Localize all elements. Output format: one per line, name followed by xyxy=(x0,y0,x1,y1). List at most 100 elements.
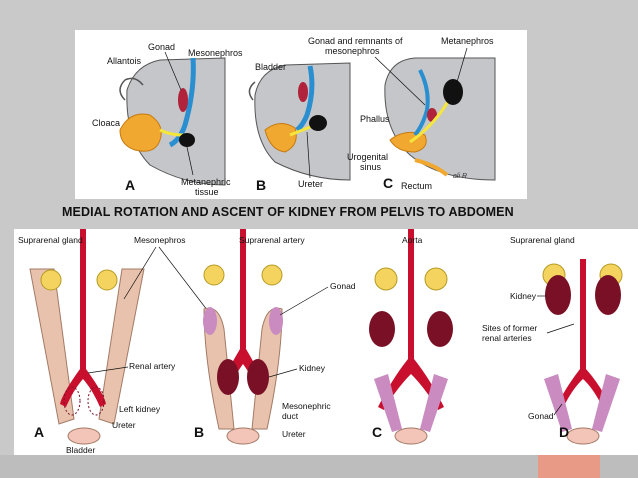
background-accent xyxy=(538,455,600,478)
mesonephros-right-a xyxy=(98,268,145,425)
label-ureter-a: Ureter xyxy=(112,420,136,430)
label-mesonephros-bottom: Mesonephros xyxy=(134,235,186,245)
label-gonad-d: Gonad xyxy=(528,411,554,421)
stage-letter-b-bottom: B xyxy=(194,424,204,440)
label-sites-1: Sites of former xyxy=(482,323,537,333)
leader-gonad-d xyxy=(553,403,563,416)
embryo-body-c xyxy=(384,57,496,181)
suprarenal-right-c xyxy=(424,267,448,291)
gonad-right-b xyxy=(269,307,283,335)
metanephros-c xyxy=(443,79,463,105)
rectum-c xyxy=(414,158,449,177)
label-cloaca: Cloaca xyxy=(92,118,120,128)
leader-mesonephros-1 xyxy=(123,246,157,300)
label-kidney-b: Kidney xyxy=(299,363,326,373)
label-phallus: Phallus xyxy=(360,114,390,124)
stage-letter-d-bottom: D xyxy=(559,424,569,440)
bladder-b-bottom xyxy=(226,427,260,445)
leader-metanephros xyxy=(456,47,468,83)
bottom-figure: A Suprarenal gland Mesonephros Renal art… xyxy=(18,229,623,455)
leader-gonad xyxy=(164,51,182,91)
top-stage-a: A Gonad Mesonephros Allantois Cloaca Met… xyxy=(92,42,243,197)
kidney-left-b xyxy=(217,359,239,395)
leader-ureter-top xyxy=(306,131,311,179)
kidney-right-a xyxy=(87,386,105,416)
mesonephros-a xyxy=(168,57,196,148)
label-aorta: Aorta xyxy=(402,235,423,245)
label-bladder: Bladder xyxy=(255,62,286,72)
label-urogenital-2: sinus xyxy=(360,162,382,172)
leader-gonad-remnants xyxy=(374,56,426,106)
label-ureter-b: Ureter xyxy=(282,429,306,439)
metanephros-a xyxy=(179,133,195,147)
label-gonad-remnants-2: mesonephros xyxy=(325,46,380,56)
label-mesonephric-duct-1: Mesonephric xyxy=(282,401,331,411)
label-metanephric-2: tissue xyxy=(195,187,219,197)
label-renal-artery: Renal artery xyxy=(129,361,176,371)
top-stage-c: C Gonad and remnants of mesonephros Meta… xyxy=(308,36,496,191)
kidney-right-b xyxy=(247,359,269,395)
bottom-figure-panel: A Suprarenal gland Mesonephros Renal art… xyxy=(14,229,638,455)
ureter-a xyxy=(159,128,184,137)
leader-metanephric xyxy=(186,146,194,176)
stage-letter-c-top: C xyxy=(383,175,393,191)
label-sites-2: renal arteries xyxy=(482,333,532,343)
aorta-c xyxy=(378,229,444,410)
stage-letter-b-top: B xyxy=(256,177,266,193)
bladder-a xyxy=(67,427,101,445)
bottom-stage-d: D Suprarenal gland Kidney Sites of forme… xyxy=(482,235,623,445)
gonad-left-b xyxy=(203,307,217,335)
label-suprarenal-gland-d: Suprarenal gland xyxy=(510,235,575,245)
allantois-a xyxy=(119,77,144,101)
leader-sites xyxy=(546,323,575,334)
figure-caption: MEDIAL ROTATION AND ASCENT OF KIDNEY FRO… xyxy=(62,205,514,219)
bottom-stage-b: B Suprarenal artery Gonad Kidney Mesonep… xyxy=(194,229,356,445)
label-allantois: Allantois xyxy=(107,56,142,66)
kidney-right-d xyxy=(595,275,621,315)
label-metanephros: Metanephros xyxy=(441,36,494,46)
kidney-left-a xyxy=(63,386,81,416)
label-urogenital-1: Urogenital xyxy=(347,152,388,162)
label-gonad-remnants-1: Gonad and remnants of xyxy=(308,36,403,46)
suprarenal-right-b xyxy=(261,264,283,286)
cloaca-a xyxy=(119,113,162,152)
gonad-left-d xyxy=(544,374,572,432)
label-gonad-b: Gonad xyxy=(330,281,356,291)
label-metanephric-1: Metanephric xyxy=(181,177,231,187)
suprarenal-left-a xyxy=(40,269,62,291)
gonad-right-c xyxy=(420,374,448,432)
gonad-a xyxy=(178,88,188,112)
mesonephros-b xyxy=(295,65,315,132)
stage-letter-c-bottom: C xyxy=(372,424,382,440)
bottom-stage-c: C Aorta xyxy=(369,229,453,445)
label-mesonephric-duct-2: duct xyxy=(282,411,299,421)
label-gonad: Gonad xyxy=(148,42,175,52)
signature: ali R xyxy=(453,173,467,180)
suprarenal-right-a xyxy=(96,269,118,291)
label-bladder-bottom: Bladder xyxy=(66,445,95,455)
leader-renal-artery xyxy=(87,366,129,374)
label-rectum: Rectum xyxy=(401,181,432,191)
stage-letter-a-top: A xyxy=(125,177,135,193)
leader-mesonephros-2 xyxy=(158,246,215,320)
caption-bar: MEDIAL ROTATION AND ASCENT OF KIDNEY FRO… xyxy=(0,199,638,229)
metanephros-b xyxy=(309,115,327,131)
top-figure: A Gonad Mesonephros Allantois Cloaca Met… xyxy=(92,36,496,197)
kidney-right-c xyxy=(427,311,453,347)
suprarenal-left-b xyxy=(203,264,225,286)
kidney-left-c xyxy=(369,311,395,347)
bladder-d xyxy=(566,427,600,445)
mesonephros-left-a xyxy=(29,268,75,425)
label-kidney-d: Kidney xyxy=(510,291,537,301)
stage-letter-a-bottom: A xyxy=(34,424,44,440)
gonad-b xyxy=(298,82,308,102)
suprarenal-left-c xyxy=(374,267,398,291)
gonad-left-c xyxy=(374,374,402,432)
mesonephros-c xyxy=(413,69,430,137)
bladder-c xyxy=(394,427,428,445)
bladder-b xyxy=(248,81,256,101)
label-suprarenal-gland-a: Suprarenal gland xyxy=(18,235,83,245)
label-left-kidney: Left kidney xyxy=(119,404,161,414)
label-suprarenal-artery: Suprarenal artery xyxy=(239,235,305,245)
aorta-d xyxy=(556,259,610,410)
